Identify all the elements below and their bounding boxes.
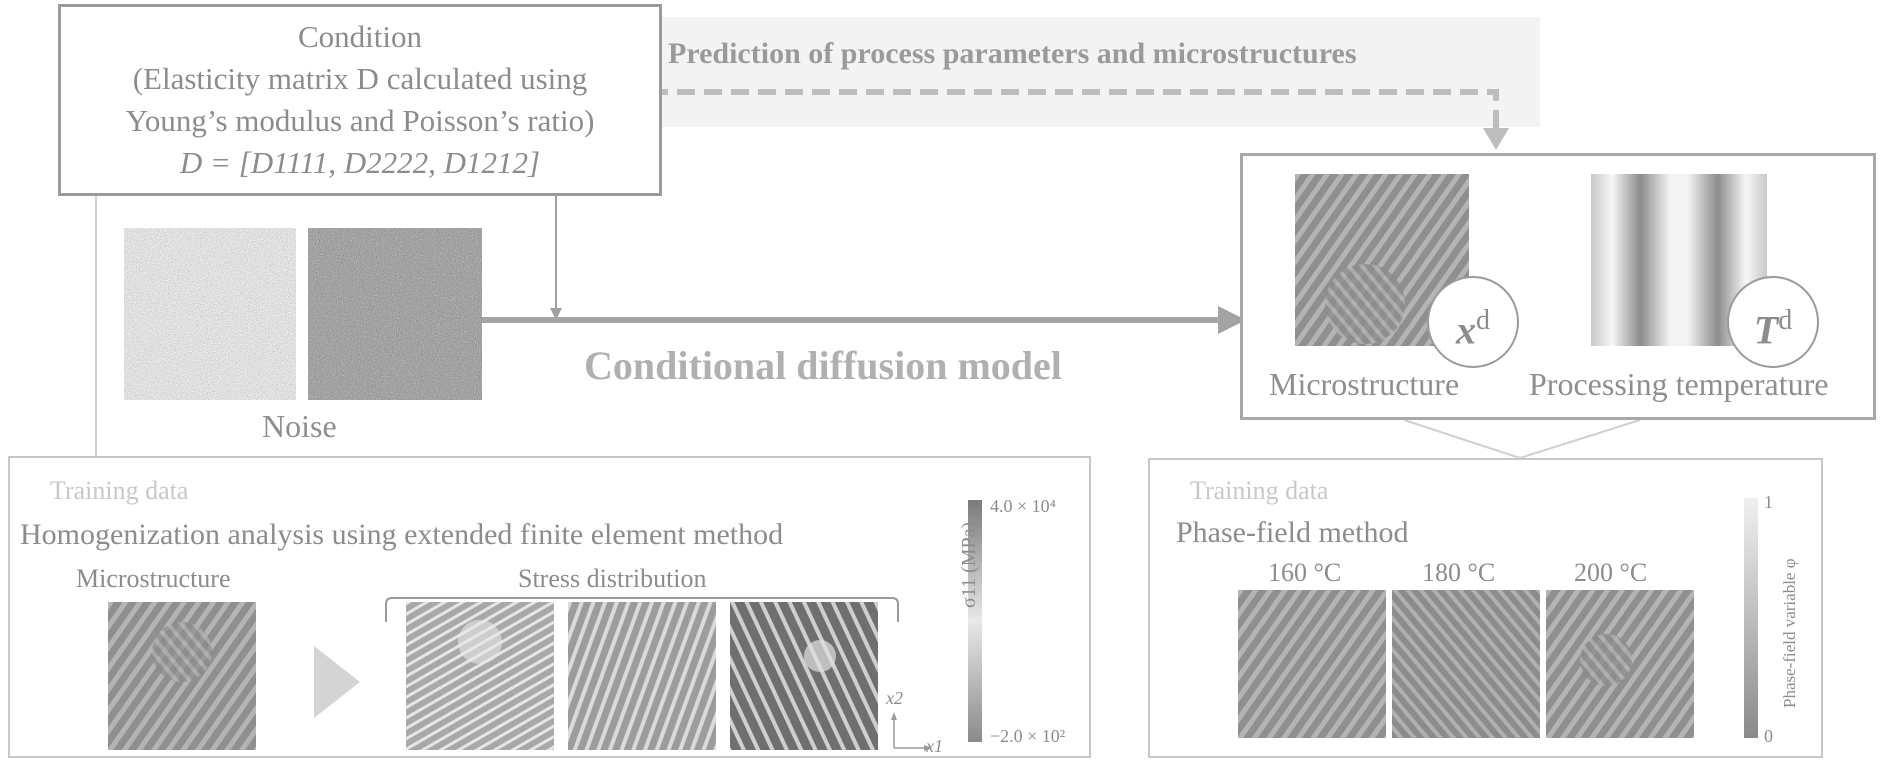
axis-indicator bbox=[891, 712, 932, 751]
phase-colorbar-max: 1 bbox=[1764, 492, 1773, 512]
stress-colorbar-label: σ11 (MPa) bbox=[958, 521, 980, 608]
homogenization-title: Homogenization analysis using extended f… bbox=[20, 518, 784, 551]
training-microstructure-label: Microstructure bbox=[76, 564, 231, 593]
stress-distribution-label: Stress distribution bbox=[518, 564, 707, 593]
stress-colorbar-min: −2.0 × 10² bbox=[990, 726, 1066, 746]
condition-line-elasticity: (Elasticity matrix D calculated using bbox=[132, 61, 588, 96]
prediction-dashed-arrow bbox=[650, 89, 1499, 132]
prediction-label: Prediction of process parameters and mic… bbox=[668, 37, 1357, 70]
condition-box: Condition (Elasticity matrix D calculate… bbox=[58, 4, 662, 196]
training-tag-left: Training data bbox=[50, 476, 189, 505]
axis-x2-label: x2 bbox=[886, 688, 903, 708]
training-microstructure-image bbox=[108, 602, 256, 750]
output-training-line-right bbox=[1519, 419, 1641, 459]
phase-field-colorbar bbox=[1744, 498, 1758, 738]
stress-image-3 bbox=[730, 602, 878, 750]
output-box: xd Td Microstructure Processing temperat… bbox=[1240, 153, 1876, 420]
condition-down-arrowhead bbox=[550, 308, 562, 320]
temp-label-180: 180 °C bbox=[1422, 558, 1496, 587]
symbol-x-superscript: d bbox=[1476, 305, 1490, 336]
main-flow-arrowhead bbox=[1218, 306, 1246, 334]
symbol-t-superscript: d bbox=[1778, 305, 1793, 336]
symbol-x-circle: xd bbox=[1427, 276, 1519, 368]
phase-field-image-160 bbox=[1238, 590, 1386, 738]
condition-equation: D = [D1111, D2222, D1212] bbox=[179, 145, 541, 180]
training-box-homogenization: Training data Homogenization analysis us… bbox=[8, 456, 1091, 758]
output-microstructure-label: Microstructure bbox=[1269, 366, 1460, 402]
noise-image-light bbox=[124, 228, 296, 400]
noise-label: Noise bbox=[262, 408, 337, 444]
phase-field-image-180 bbox=[1392, 590, 1540, 738]
symbol-t: T bbox=[1753, 307, 1779, 353]
condition-title: Condition bbox=[297, 19, 422, 54]
stress-image-1 bbox=[406, 602, 554, 750]
output-temperature-label: Processing temperature bbox=[1529, 366, 1829, 402]
stress-image-2 bbox=[568, 602, 716, 750]
stress-colorbar bbox=[968, 500, 982, 742]
training-box-phase-field: Training data Phase-field method 160 °C … bbox=[1148, 458, 1823, 758]
temp-label-160: 160 °C bbox=[1268, 558, 1342, 587]
condition-line-young: Young’s modulus and Poisson’s ratio) bbox=[125, 103, 595, 138]
process-arrow-icon bbox=[314, 646, 360, 718]
phase-colorbar-min: 0 bbox=[1764, 726, 1773, 746]
symbol-x: x bbox=[1456, 307, 1476, 353]
phase-field-title: Phase-field method bbox=[1176, 516, 1409, 549]
axis-x1-label: x1 bbox=[926, 736, 943, 756]
prediction-band bbox=[650, 17, 1540, 127]
phase-field-image-200 bbox=[1546, 590, 1694, 738]
stress-bracket bbox=[385, 597, 899, 622]
training-tag-right: Training data bbox=[1190, 476, 1329, 505]
phase-colorbar-label: Phase-field variable φ bbox=[1780, 558, 1799, 708]
stress-colorbar-max: 4.0 × 10⁴ bbox=[990, 496, 1056, 516]
symbol-t-circle: Td bbox=[1727, 276, 1819, 368]
noise-image-dark bbox=[308, 228, 482, 400]
diffusion-model-label: Conditional diffusion model bbox=[584, 343, 1062, 388]
output-training-line-left bbox=[1403, 419, 1521, 459]
temp-label-200: 200 °C bbox=[1574, 558, 1648, 587]
prediction-arrowhead bbox=[1483, 128, 1509, 150]
